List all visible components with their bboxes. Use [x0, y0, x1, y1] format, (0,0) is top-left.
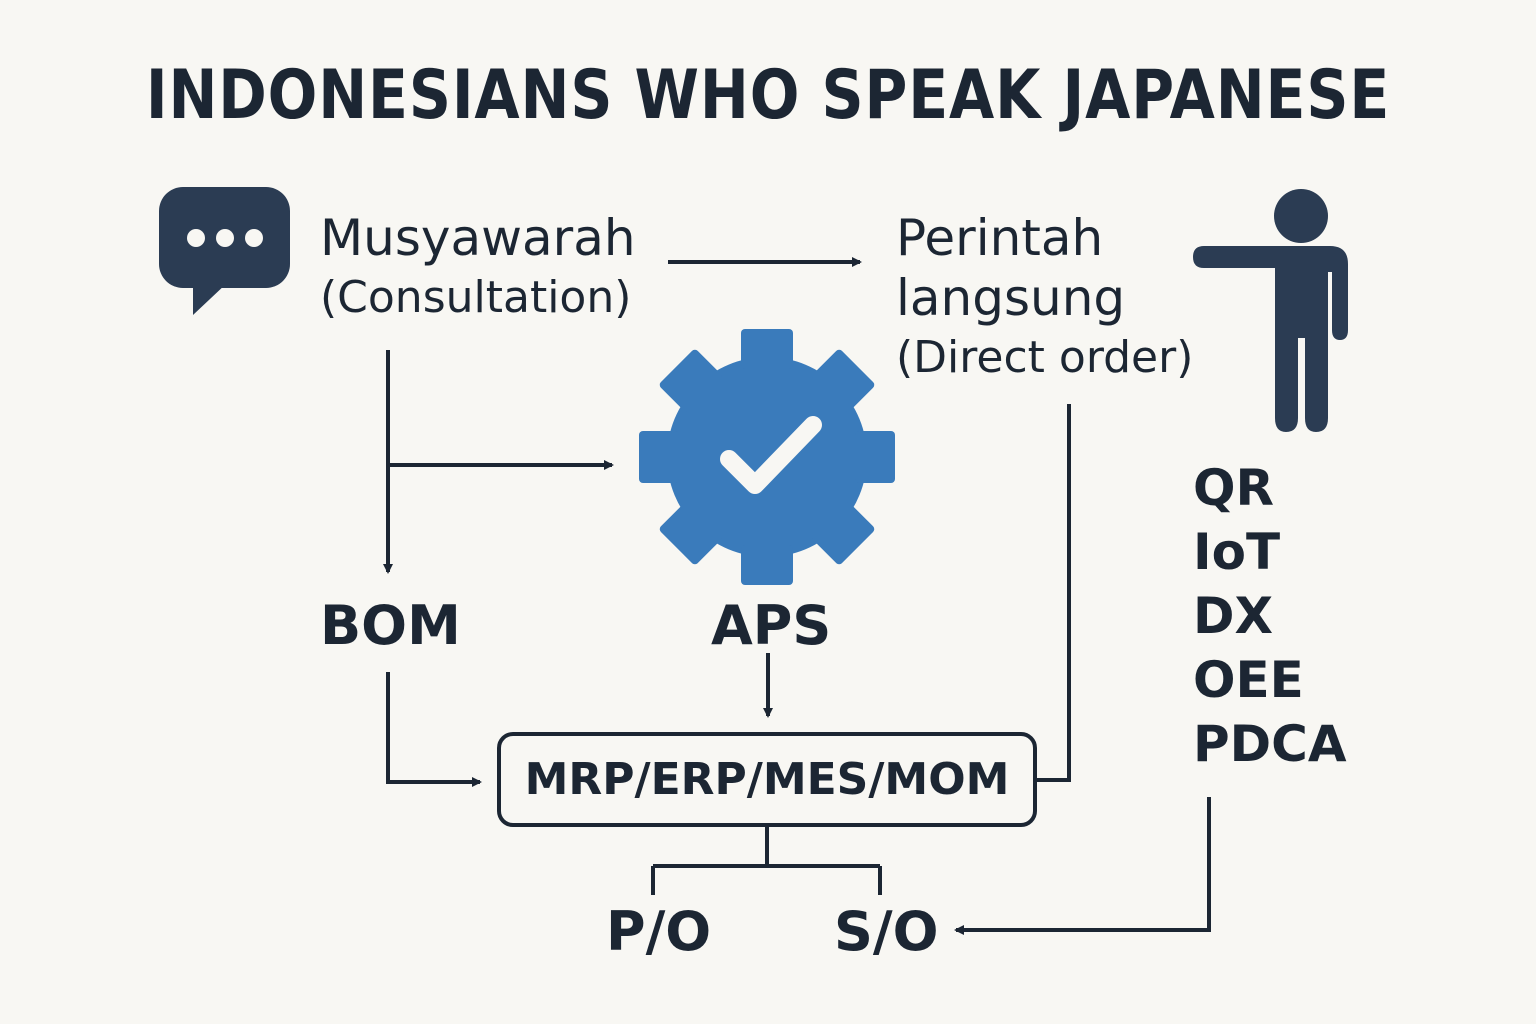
gear-check-icon: [639, 329, 895, 585]
node-aps: APS: [711, 594, 832, 657]
node-bom: BOM: [320, 594, 461, 657]
system-label: MRP/ERP/MES/MOM: [524, 754, 1010, 805]
node-direct-order: Perintah langsung (Direct order): [896, 208, 1193, 388]
tech-item: OEE: [1193, 651, 1304, 709]
line-direct-order-to-system: [1037, 404, 1071, 782]
tech-item: DX: [1193, 587, 1274, 645]
consultation-label: Musyawarah: [320, 209, 636, 267]
consultation-sub: (Consultation): [320, 272, 632, 323]
node-consultation: Musyawarah (Consultation): [320, 208, 636, 328]
arrow-bom-to-system: [386, 672, 482, 787]
tech-item: QR: [1193, 459, 1275, 517]
node-so: S/O: [834, 900, 939, 963]
chat-bubble-icon: [159, 187, 290, 315]
tree-system-to-orders: [651, 827, 882, 895]
pointing-person-icon: [1193, 189, 1348, 432]
direct-order-label-line2: langsung: [896, 269, 1126, 327]
tech-item: IoT: [1193, 523, 1281, 581]
arrow-tech-list-to-so: [954, 797, 1211, 935]
page-title: INDONESIANS WHO SPEAK JAPANESE: [145, 56, 1391, 135]
tech-list: QR IoT DX OEE PDCA: [1193, 456, 1347, 776]
direct-order-sub: (Direct order): [896, 332, 1194, 383]
node-system: MRP/ERP/MES/MOM: [497, 732, 1037, 827]
tech-item: PDCA: [1193, 715, 1347, 773]
direct-order-label-line1: Perintah: [896, 209, 1104, 267]
node-po: P/O: [606, 900, 712, 963]
connector-lines: [383, 257, 1211, 935]
